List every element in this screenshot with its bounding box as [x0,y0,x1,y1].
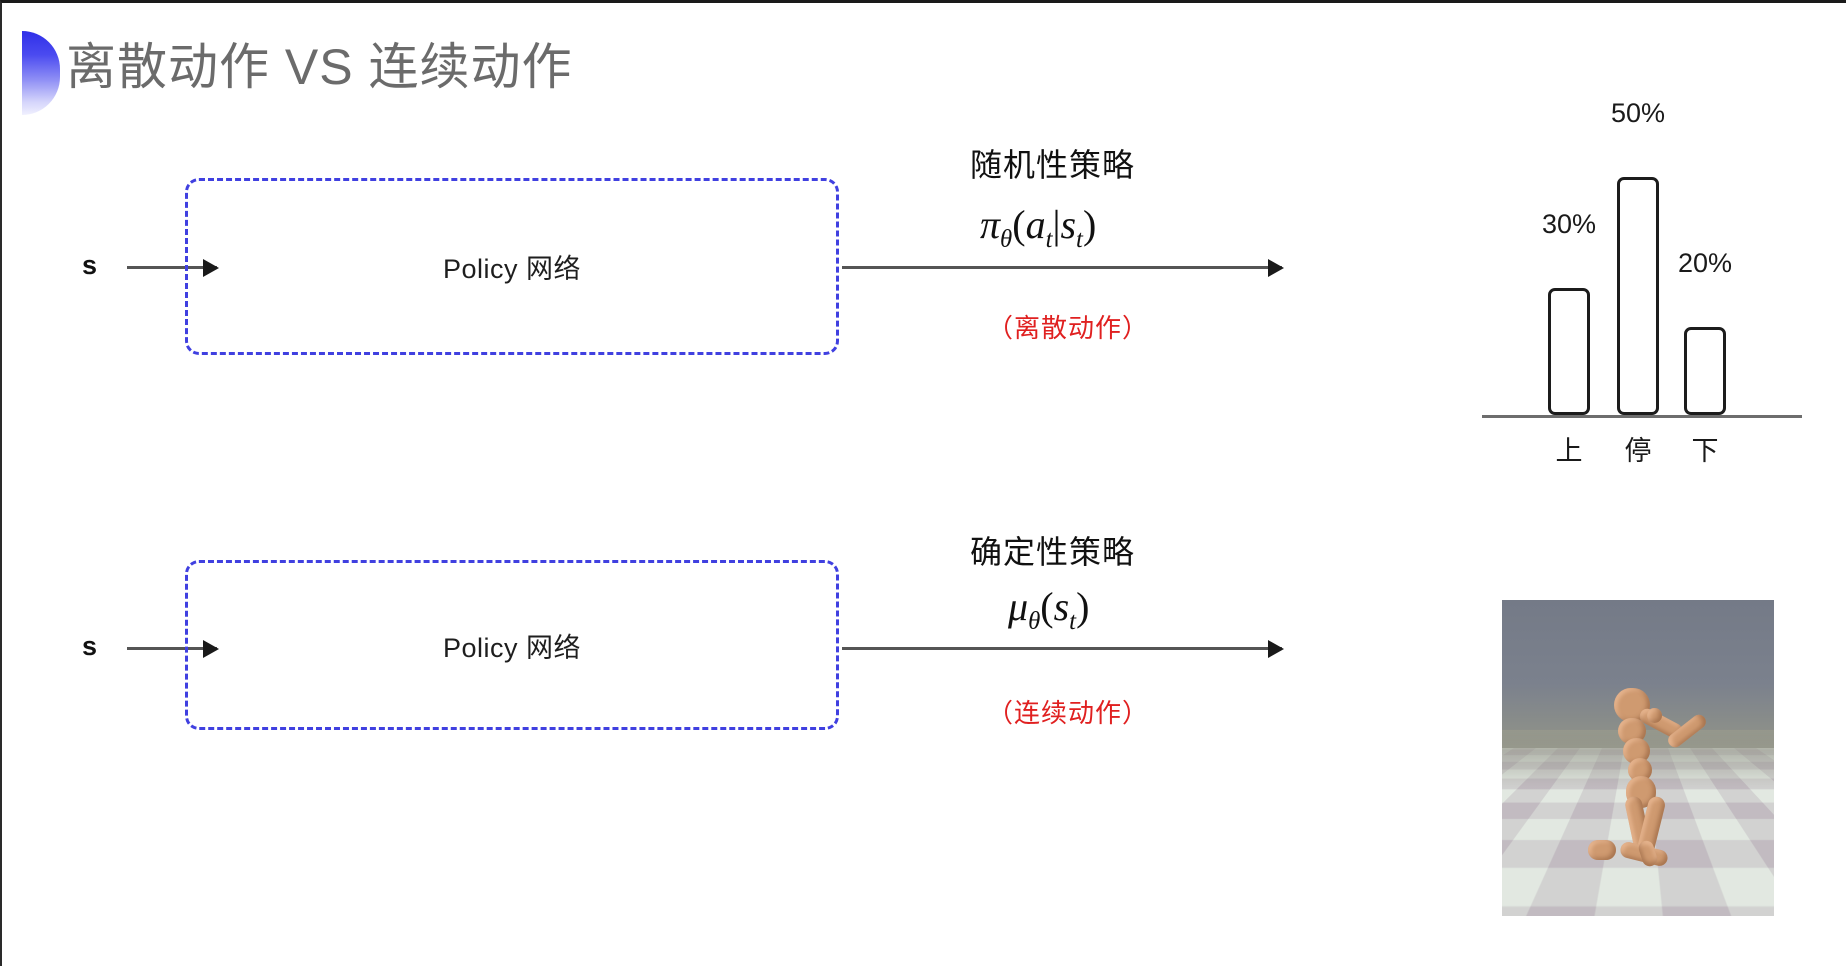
policy-network-box-continuous[interactable]: Policy 网络 [185,560,839,730]
humanoid-foot [1588,840,1616,860]
bar-category-label-0: 上 [1555,436,1583,466]
policy-type-label-continuous: 确定性策略 [970,534,1136,570]
formula-conditional-bar: | [1052,202,1061,247]
policy-formula-discrete: πθ(at|st) [980,201,1096,254]
action-probability-bar-chart: 30% 上 50% 停 20% 下 [1482,98,1812,466]
table-row [1617,177,1659,415]
formula-head: π [980,202,1001,247]
input-arrow-continuous [127,647,217,650]
policy-type-label-discrete: 随机性策略 [970,147,1136,183]
formula-close-paren: ) [1082,202,1097,247]
policy-network-box-discrete[interactable]: Policy 网络 [185,178,839,355]
formula-head: μ [1008,584,1029,629]
formula-arg1-sub: t [1069,608,1077,635]
action-type-note-continuous: （连续动作） [987,698,1150,728]
policy-formula-continuous: μθ(st) [1008,583,1089,636]
output-arrow-discrete [842,266,1282,269]
table-row [1684,327,1726,415]
formula-head-sub: θ [1028,608,1041,635]
policy-network-label-discrete: Policy 网络 [442,254,582,284]
output-arrow-continuous [842,647,1282,650]
formula-close-paren: ) [1076,584,1090,629]
bar-value-label-0: 30% [1541,209,1597,239]
input-state-label-discrete: s [82,250,98,280]
chart-x-axis [1482,415,1802,418]
formula-head-sub: θ [1000,226,1013,253]
formula-arg2: s [1060,202,1077,247]
input-state-label-continuous: s [82,631,98,661]
formula-arg1: a [1025,202,1046,247]
input-arrow-discrete [127,266,217,269]
table-row [1548,288,1590,415]
policy-network-label-continuous: Policy 网络 [442,632,582,663]
bar-category-label-1: 停 [1624,436,1652,466]
formula-arg1: s [1053,584,1070,629]
bar-value-label-1: 50% [1610,98,1666,128]
bar-value-label-2: 20% [1677,248,1733,278]
page-title: 离散动作 VS 连续动作 [66,39,573,95]
formula-open-paren: ( [1040,584,1054,629]
humanoid-simulation-image [1502,600,1774,916]
title-decoration-half-circle-icon [22,31,60,115]
formula-arg2-sub: t [1076,226,1083,253]
bar-category-label-2: 下 [1691,436,1719,466]
humanoid-hand [1647,708,1662,723]
action-type-note-discrete: （离散动作） [987,313,1150,343]
formula-arg1-sub: t [1045,226,1053,253]
formula-open-paren: ( [1012,202,1026,247]
